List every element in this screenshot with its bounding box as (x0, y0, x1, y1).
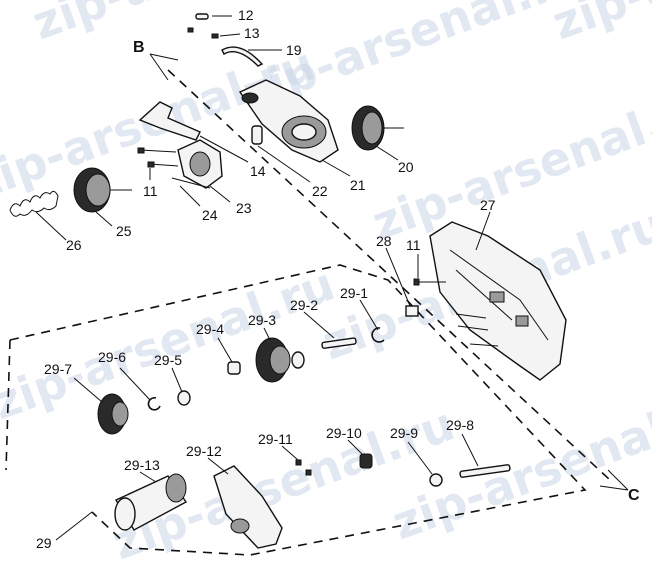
section-letter-b: B (133, 39, 145, 56)
part-21-gear-housing (238, 79, 339, 163)
watermark-text: zip-arsenal.ru (0, 257, 341, 431)
label-part-29-9: 29-9 (390, 425, 418, 441)
label-part-29-13: 29-13 (124, 457, 160, 473)
label-part-25: 25 (116, 223, 132, 239)
label-part-21: 21 (350, 177, 366, 193)
part-29-8-shaft (459, 464, 511, 478)
label-part-29-11: 29-11 (258, 431, 293, 447)
part-19-wire-spring (221, 46, 264, 67)
label-part-28: 28 (376, 233, 392, 249)
part-29-6-clip (147, 397, 161, 411)
section-arrow-b (149, 53, 179, 81)
label-part-22: 22 (312, 183, 328, 199)
part-29-7-gear (97, 393, 129, 435)
section-letter-c: C (628, 487, 640, 504)
part-24-shaft (171, 177, 211, 189)
part-12-pin (195, 13, 209, 20)
section-line-b-c (167, 69, 611, 481)
part-29-2-pin (321, 337, 357, 349)
part-28-block (405, 305, 419, 317)
label-part-26: 26 (66, 237, 82, 253)
part-29-3-gear-plate (255, 337, 305, 383)
part-20-gear (351, 105, 404, 151)
label-part-11-upper: 11 (143, 183, 158, 199)
label-part-13: 13 (244, 25, 260, 41)
part-14-lever (138, 101, 201, 141)
part-26-spring (9, 190, 59, 217)
label-part-20: 20 (398, 159, 414, 175)
label-part-29-6: 29-6 (98, 349, 126, 365)
label-part-29-3: 29-3 (248, 312, 276, 328)
label-part-19: 19 (286, 42, 302, 58)
label-part-29-4: 29-4 (196, 321, 224, 337)
label-part-29: 29 (36, 535, 52, 551)
label-part-29-10: 29-10 (326, 425, 362, 441)
part-11-screws (137, 147, 179, 168)
part-23-bracket (177, 139, 223, 189)
label-part-29-7: 29-7 (44, 361, 72, 377)
part-27-housing (429, 221, 567, 381)
label-part-14: 14 (250, 163, 266, 179)
part-29-9-nut (429, 473, 443, 487)
part-25-gear (73, 167, 132, 213)
part-11-screws (413, 278, 499, 347)
label-part-29-12: 29-12 (186, 443, 222, 459)
subassembly-29-boundary (9, 264, 587, 556)
part-29-4-bush (227, 361, 241, 375)
part-29-10-spring (359, 453, 373, 469)
label-part-23: 23 (236, 200, 252, 216)
part-29-5-nut (177, 390, 191, 406)
part-29-12-board (213, 465, 283, 549)
label-part-29-2: 29-2 (290, 297, 318, 313)
label-part-27: 27 (480, 197, 496, 213)
label-part-29-5: 29-5 (154, 352, 182, 368)
label-part-24: 24 (202, 207, 218, 223)
part-22-pin (251, 125, 263, 145)
section-arrow-c (599, 469, 629, 491)
label-part-11-lower: 11 (406, 237, 421, 253)
group-29-leader (55, 511, 93, 541)
subassembly-29-boundary (5, 339, 11, 471)
part-29-11-screws (295, 459, 312, 476)
label-part-29-1: 29-1 (340, 285, 368, 301)
part-13-pin (187, 27, 219, 39)
label-part-12: 12 (238, 7, 254, 23)
label-part-29-8: 29-8 (446, 417, 474, 433)
watermark-text: zip-arsenal.ru (545, 0, 652, 50)
part-29-13-motor (114, 473, 188, 531)
